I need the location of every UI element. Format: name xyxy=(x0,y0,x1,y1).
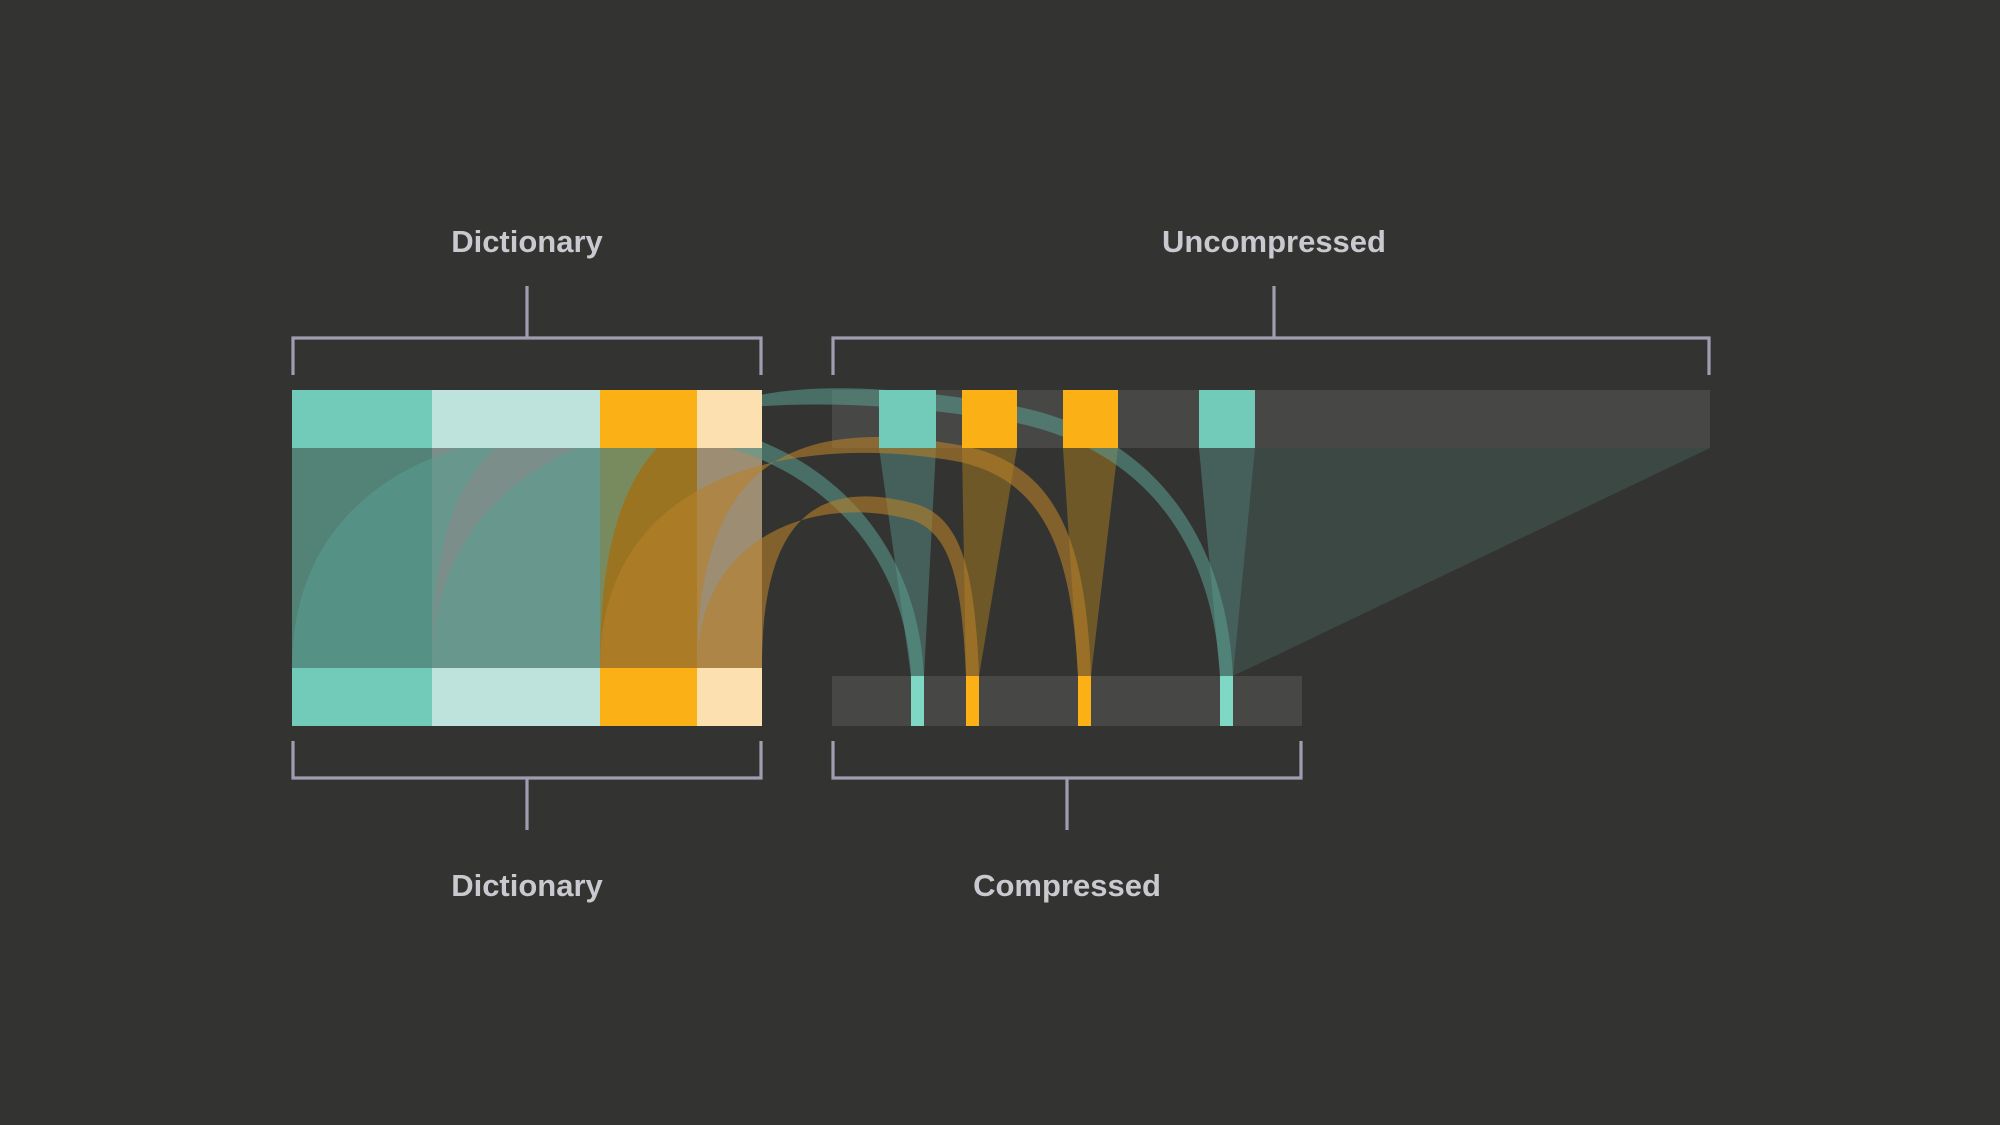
compressed-marker-0 xyxy=(911,676,924,726)
dictionary-bottom-cell-orange-light xyxy=(697,668,762,726)
ribbon-group xyxy=(292,388,1233,676)
label-compressed: Compressed xyxy=(973,868,1161,903)
dictionary-bottom-cell-teal xyxy=(292,668,432,726)
dictionary-top-cell-teal-light xyxy=(432,390,600,448)
uncompressed-block-1 xyxy=(962,390,1017,448)
label-dictionary-top: Dictionary xyxy=(451,224,603,259)
wedge-compressed-1-to-uncompressed-1 xyxy=(962,448,1017,676)
compressed-markers xyxy=(911,676,1233,726)
compressed-marker-2 xyxy=(1078,676,1091,726)
ribbon-dictionary-teal-to-compressed-0 xyxy=(292,413,924,676)
wedge-compressed-3-to-uncompressed-tail xyxy=(1233,448,1710,676)
uncompressed-block-3 xyxy=(1199,390,1255,448)
label-dictionary-bottom: Dictionary xyxy=(451,868,603,903)
bracket-uncompressed xyxy=(831,336,1711,375)
uncompressed-block-0 xyxy=(879,390,936,448)
ribbon-dictionary-orange-to-compressed-2 xyxy=(600,436,1091,676)
compressed-marker-3 xyxy=(1220,676,1233,726)
dictionary-bottom-cell-teal-light xyxy=(432,668,600,726)
dictionary-top-row xyxy=(292,390,762,448)
dictionary-top-cell-teal xyxy=(292,390,432,448)
dictionary-bottom-cell-orange xyxy=(600,668,697,726)
dictionary-top-cell-orange xyxy=(600,390,697,448)
wedge-compressed-3-to-uncompressed-3 xyxy=(1199,448,1255,676)
ribbon-dictionary-orange-light-to-compressed-1 xyxy=(697,496,979,676)
compressed-marker-1 xyxy=(966,676,979,726)
ribbon-dictionary-teal-light-to-compressed-3 xyxy=(432,388,1233,676)
uncompressed-blocks xyxy=(879,390,1255,448)
label-uncompressed: Uncompressed xyxy=(1162,224,1386,259)
dictionary-top-cell-orange-light xyxy=(697,390,762,448)
dictionary-bottom-row xyxy=(292,668,762,726)
bracket-group xyxy=(291,286,1711,830)
uncompressed-block-2 xyxy=(1063,390,1118,448)
